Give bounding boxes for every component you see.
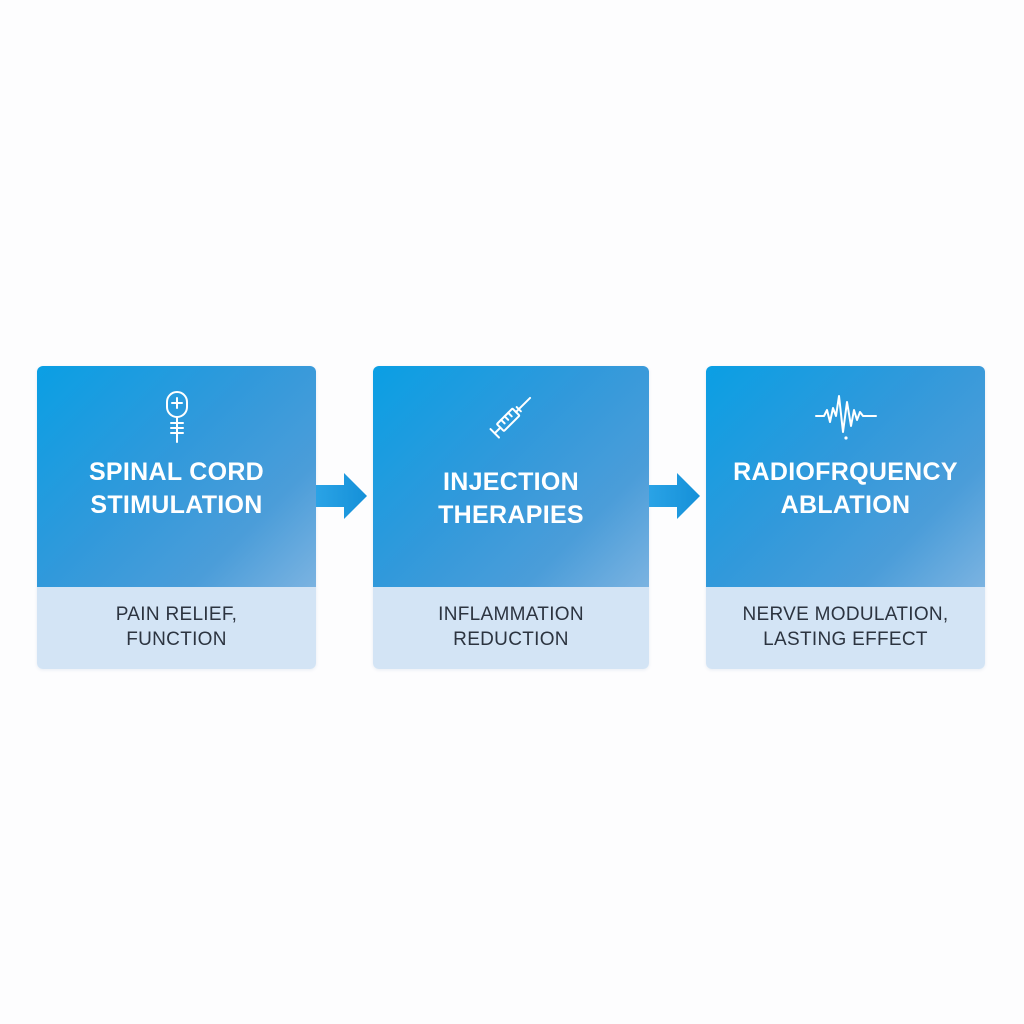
card-header: SPINAL CORD STIMULATION: [37, 366, 316, 587]
waveform-icon: [814, 388, 878, 449]
card-description: NERVE MODULATION, LASTING EFFECT: [742, 604, 949, 650]
spinal-stimulator-icon: [162, 390, 192, 451]
arrow-right-icon: [649, 471, 701, 526]
step-card-spinal-cord-stimulation: SPINAL CORD STIMULATION PAIN RELIEF, FUN…: [37, 366, 316, 669]
card-description: PAIN RELIEF, FUNCTION: [115, 604, 238, 650]
card-title: INJECTION THERAPIES: [438, 468, 584, 529]
card-footer: INFLAMMATION REDUCTION: [373, 587, 649, 669]
step-card-radiofrequency-ablation: RADIOFRQUENCY ABLATION NERVE MODULATION,…: [706, 366, 985, 669]
arrow-right-icon: [316, 471, 368, 526]
syringe-icon: [480, 386, 542, 453]
card-title: SPINAL CORD STIMULATION: [88, 458, 265, 519]
card-footer: NERVE MODULATION, LASTING EFFECT: [706, 587, 985, 669]
card-header: RADIOFRQUENCY ABLATION: [706, 366, 985, 587]
card-description: INFLAMMATION REDUCTION: [438, 604, 584, 650]
step-card-injection-therapies: INJECTION THERAPIES INFLAMMATION REDUCTI…: [373, 366, 649, 669]
card-header: INJECTION THERAPIES: [373, 366, 649, 587]
card-footer: PAIN RELIEF, FUNCTION: [37, 587, 316, 669]
card-title: RADIOFRQUENCY ABLATION: [733, 458, 958, 519]
